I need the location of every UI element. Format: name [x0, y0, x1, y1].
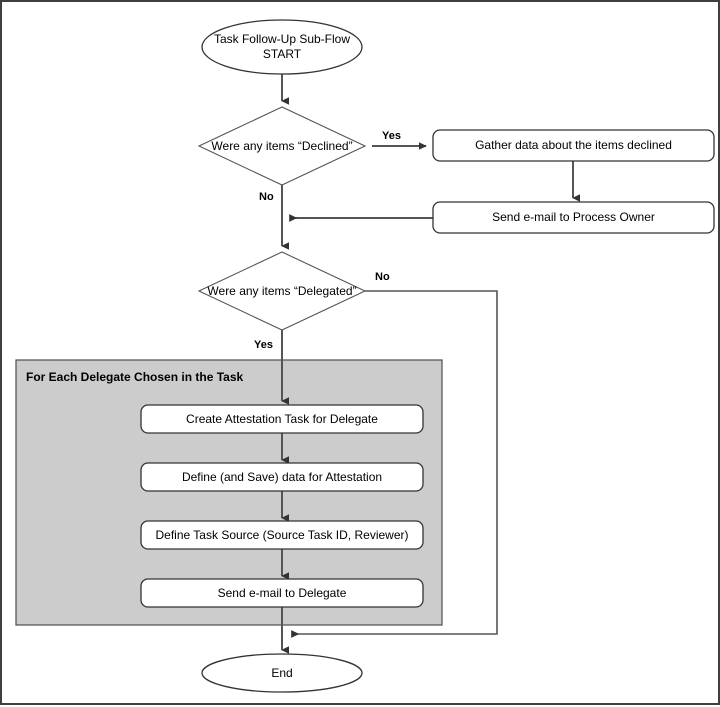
node-define-task-source[interactable]: [140, 520, 424, 550]
node-gather-declined[interactable]: [432, 129, 715, 162]
node-end[interactable]: [201, 653, 363, 693]
edge-label-declined-yes: Yes: [382, 130, 401, 142]
edge-delegated-no-bypass: [291, 290, 498, 638]
edge-label-declined-no: No: [259, 191, 274, 203]
node-email-delegate[interactable]: [140, 578, 424, 608]
node-start[interactable]: [201, 19, 363, 75]
node-email-process-owner[interactable]: [432, 201, 715, 234]
edge-label-delegated-yes: Yes: [254, 339, 273, 351]
node-decision-declined[interactable]: [197, 106, 367, 186]
edge-label-delegated-no: No: [375, 271, 390, 283]
group-title-for-each-delegate: For Each Delegate Chosen in the Task: [26, 370, 244, 384]
node-decision-delegated[interactable]: [197, 251, 367, 331]
node-define-data[interactable]: [140, 462, 424, 492]
node-create-attestation-task[interactable]: [140, 404, 424, 434]
